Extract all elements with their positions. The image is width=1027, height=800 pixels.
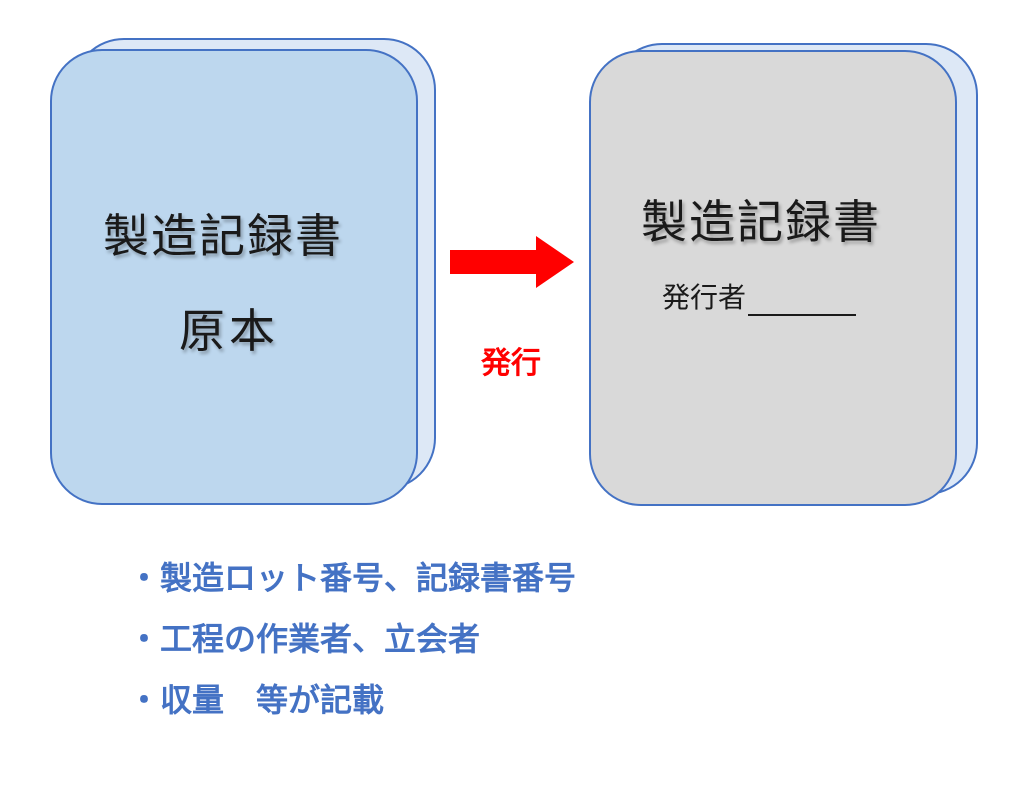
issued-document-card xyxy=(589,50,957,506)
issuer-label: 発行者 xyxy=(662,281,747,314)
original-document-card xyxy=(50,49,418,505)
record-contents-list: ・製造ロット番号、記録書番号 ・工程の作業者、立会者 ・収量 等が記載 xyxy=(128,555,576,738)
issue-label: 発行 xyxy=(481,346,541,381)
issued-document-title: 製造記録書 xyxy=(641,195,881,249)
original-document-subtitle: 原本 xyxy=(179,304,279,358)
original-document-title: 製造記録書 xyxy=(103,209,343,263)
list-item: ・収量 等が記載 xyxy=(128,681,385,719)
list-item: ・製造ロット番号、記録書番号 xyxy=(128,559,577,597)
list-item: ・工程の作業者、立会者 xyxy=(128,620,481,658)
issuer-signature-line xyxy=(748,286,857,316)
issuer-field: 発行者 xyxy=(662,276,857,316)
right-arrow-icon xyxy=(450,236,574,288)
